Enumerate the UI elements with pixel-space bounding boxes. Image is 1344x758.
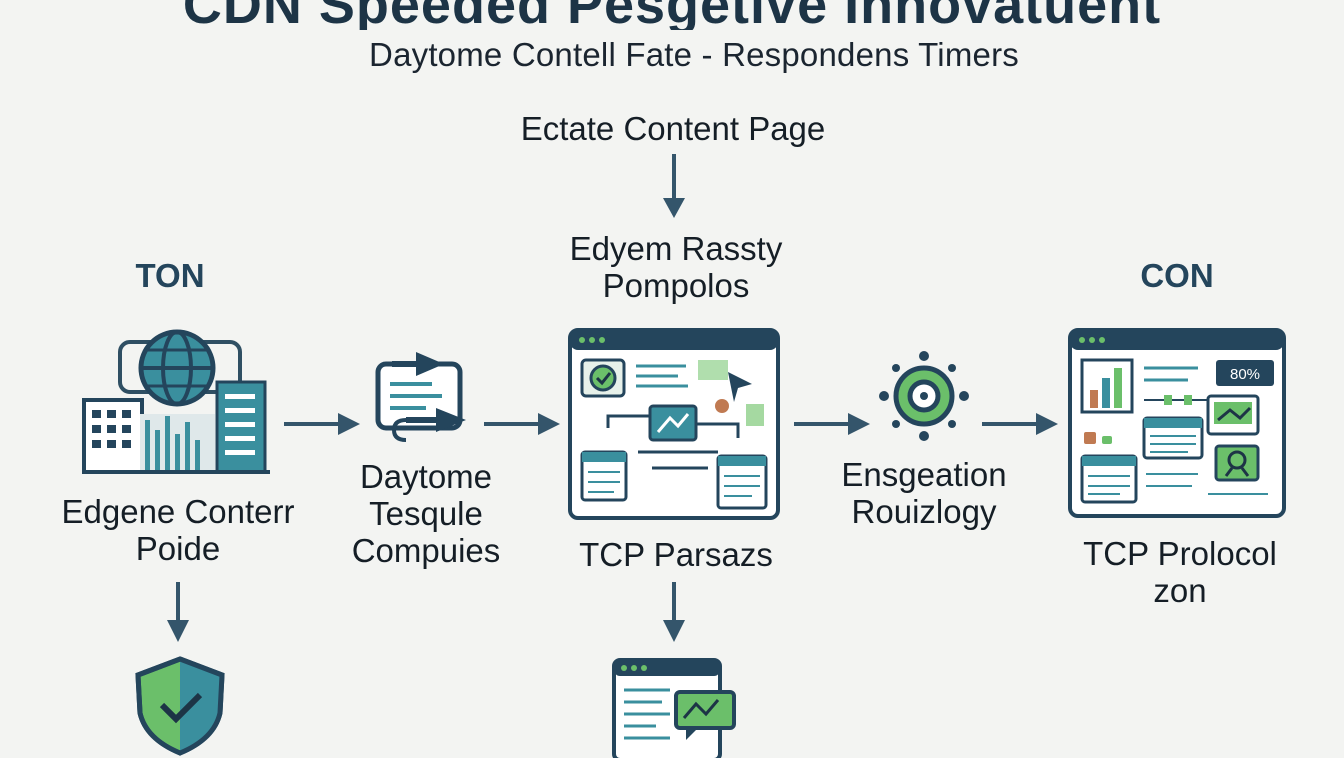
arrow-right-2 [484, 413, 560, 435]
right-label: TCP Prolocol zon [1040, 535, 1320, 609]
left-label-line2: Poide [135, 530, 221, 567]
arrow-down-center [663, 582, 685, 642]
data-transfer-icon [375, 352, 466, 442]
step2-label: Daytome Tesqule Compuies [316, 458, 536, 569]
right-label-line1: TCP Prolocol [1083, 535, 1277, 572]
center-top-label-line1: Edyem Rassty [569, 230, 783, 267]
step2-label-line1: Daytome [359, 458, 493, 495]
arrow-right-3 [794, 413, 870, 435]
arrow-down-left [167, 582, 189, 642]
content-page-label: Ectate Content Page [520, 110, 826, 147]
left-label: Edgene Conterr Poide [28, 493, 328, 567]
step4-label-line1: Ensgeation [841, 456, 1007, 493]
step4-label: Ensgeation Rouizlogy [814, 456, 1034, 530]
center-top-label-line2: Pompolos [602, 267, 750, 304]
percent-badge: 80% [1230, 366, 1260, 383]
edge-server-city-icon [82, 329, 270, 474]
arrow-right-1 [284, 413, 360, 435]
arrow-down-top [663, 154, 685, 218]
step2-label-line2: Tesqule [369, 495, 483, 532]
center-top-label: Edyem Rassty Pompolos [476, 230, 876, 304]
browser-dashboard-icon [568, 328, 780, 520]
step2-label-line3: Compuies [351, 532, 501, 569]
shield-check-icon [135, 656, 225, 756]
left-caption: TON [135, 257, 205, 294]
step4-label-line2: Rouizlogy [851, 493, 997, 530]
right-label-line2: zon [1153, 572, 1207, 609]
arrow-right-4 [982, 413, 1058, 435]
left-label-line1: Edgene Conterr [61, 493, 295, 530]
report-window-icon [612, 658, 736, 758]
diagram-title: CDN Speeded Pesgetive Innovatuent [182, 0, 1162, 30]
analytics-dashboard-icon: 80% [1068, 328, 1286, 518]
right-caption: CON [1140, 257, 1214, 294]
center-label: TCP Parsazs [579, 536, 773, 573]
diagram-subtitle: Daytome Contell Fate - Respondens Timers [369, 36, 1019, 73]
target-network-icon [879, 351, 969, 441]
